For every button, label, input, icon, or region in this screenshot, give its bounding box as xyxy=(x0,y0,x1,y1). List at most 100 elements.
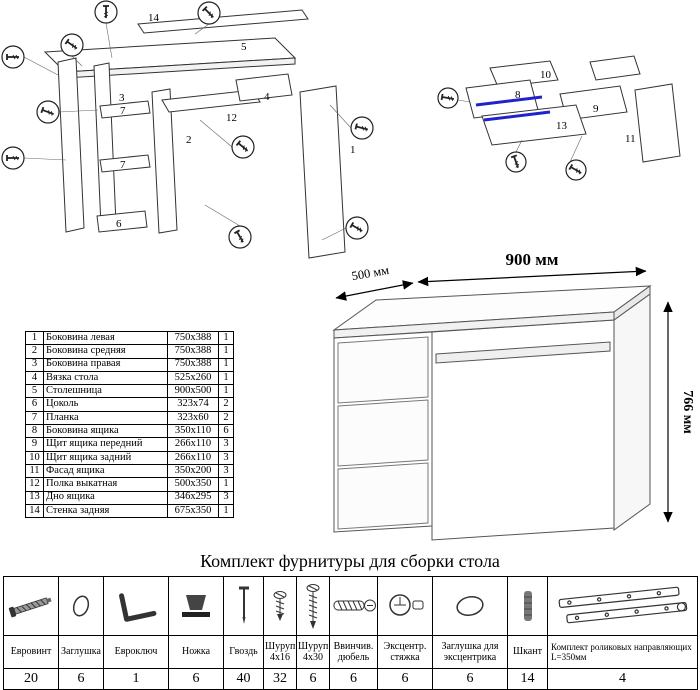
hardware-item-label: Шуруп 4x30 xyxy=(296,635,330,669)
part-qty: 1 xyxy=(218,503,234,519)
roller-guides xyxy=(475,95,551,122)
part-number: 6 xyxy=(25,397,44,412)
exploded-desk-diagram: 14 5 3 7 7 6 2 12 4 1 xyxy=(1,0,374,259)
part-12-keyboard-shelf xyxy=(161,89,261,113)
hardware-item-cell xyxy=(263,576,297,636)
part-3-side-panel xyxy=(93,62,117,228)
part-size: 266x110 xyxy=(167,437,219,452)
hardware-item-cell xyxy=(58,576,104,636)
part-number: 2 xyxy=(25,344,44,359)
part-6-plinth xyxy=(96,210,148,233)
part-name: Планка xyxy=(43,410,168,426)
part-size: 350x200 xyxy=(167,463,219,479)
part-size: 900x500 xyxy=(167,384,219,399)
desk-top-side-edge xyxy=(613,285,651,321)
dim-width-label: 900 мм xyxy=(506,250,559,269)
hardware-item-label: Заглушка для эксцентрика xyxy=(432,635,508,669)
part-14-back-panel xyxy=(137,9,309,34)
part-1-right-panel xyxy=(299,85,346,259)
hardware-item-label: Евровинт xyxy=(3,635,59,669)
part-qty: 1 xyxy=(218,384,234,399)
hardware-item-qty: 6 xyxy=(168,668,224,690)
hardware-item-qty: 14 xyxy=(507,668,548,690)
hardware-item-cell xyxy=(103,576,169,636)
hardware-item-qty: 32 xyxy=(263,668,297,690)
part-name: Вязка стола xyxy=(43,370,168,386)
hardware-item-label: Ввинчив. дюбель xyxy=(329,635,378,669)
part-qty: 1 xyxy=(218,344,234,359)
part-qty: 1 xyxy=(218,370,234,386)
exploded-drawer-diagram: 10 8 9 13 11 xyxy=(437,55,681,181)
part-qty: 6 xyxy=(218,424,234,439)
part-name: Боковина левая xyxy=(43,330,168,346)
hex-key-icon xyxy=(119,593,157,622)
hardware-item-qty: 40 xyxy=(223,668,264,690)
part-label: 7 xyxy=(120,159,126,171)
hardware-labels-row: Евровинт Заглушка Евроключ Ножка Гвоздь … xyxy=(3,635,698,669)
part-name: Щит ящика передний xyxy=(43,437,168,452)
part-number: 14 xyxy=(25,503,44,519)
part-size: 323x60 xyxy=(167,410,219,426)
part-name: Полка выкатная xyxy=(43,477,168,492)
dowel-screw-icon xyxy=(333,599,376,612)
part-8-drawer-side xyxy=(589,55,641,81)
part-number: 10 xyxy=(25,450,44,465)
part-label: 14 xyxy=(148,12,160,24)
part-label: 3 xyxy=(119,92,125,104)
hardware-item-qty: 6 xyxy=(377,668,433,690)
desk-right-side-panel xyxy=(613,293,651,531)
drawer-front xyxy=(337,462,429,530)
part-size: 266x110 xyxy=(167,450,219,465)
part-number: 11 xyxy=(25,463,44,479)
part-size: 350x110 xyxy=(167,424,219,439)
hardware-item-label: Шкант xyxy=(507,635,548,669)
part-number: 7 xyxy=(25,410,44,426)
drawer-front xyxy=(337,336,429,404)
part-number: 5 xyxy=(25,384,44,399)
part-qty: 1 xyxy=(218,330,234,346)
hardware-item-qty: 6 xyxy=(58,668,104,690)
part-name: Цоколь xyxy=(43,397,168,412)
cap-icon xyxy=(72,595,90,617)
part-name: Боковина средняя xyxy=(43,344,168,359)
part-qty: 3 xyxy=(218,437,234,452)
foot-icon xyxy=(182,595,210,617)
part-label: 4 xyxy=(264,91,270,103)
hardware-icons-row xyxy=(3,576,698,636)
part-label: 13 xyxy=(556,120,568,132)
hardware-item-cell xyxy=(296,576,330,636)
hardware-item-label: Ножка xyxy=(168,635,224,669)
hardware-item-label: Эксцентр. стяжка xyxy=(377,635,433,669)
part-name: Столешница xyxy=(43,384,168,399)
part-label: 12 xyxy=(226,112,237,124)
hardware-kit-title: Комплект фурнитуры для сборки стола xyxy=(200,551,500,571)
part-number: 8 xyxy=(25,424,44,439)
part-size: 323x74 xyxy=(167,397,219,412)
dim-height-label: 766 мм xyxy=(680,390,695,434)
wood-dowel-icon xyxy=(523,591,532,621)
part-size: 675x350 xyxy=(167,503,219,519)
part-number: 12 xyxy=(25,477,44,492)
part-name: Щит ящика задний xyxy=(43,450,168,465)
part-qty: 2 xyxy=(218,410,234,426)
cam-cap-icon xyxy=(456,596,484,616)
cam-lock-icon xyxy=(389,594,424,616)
hardware-item-cell xyxy=(3,576,59,636)
hardware-item-cell xyxy=(223,576,264,636)
part-size: 525x260 xyxy=(167,370,219,386)
part-label: 10 xyxy=(540,69,552,81)
part-10-drawer-back xyxy=(489,60,559,88)
part-size: 750x388 xyxy=(167,330,219,346)
part-label: 6 xyxy=(116,218,122,230)
leader-lines xyxy=(23,22,352,241)
part-number: 9 xyxy=(25,437,44,452)
part-label: 9 xyxy=(593,103,599,115)
